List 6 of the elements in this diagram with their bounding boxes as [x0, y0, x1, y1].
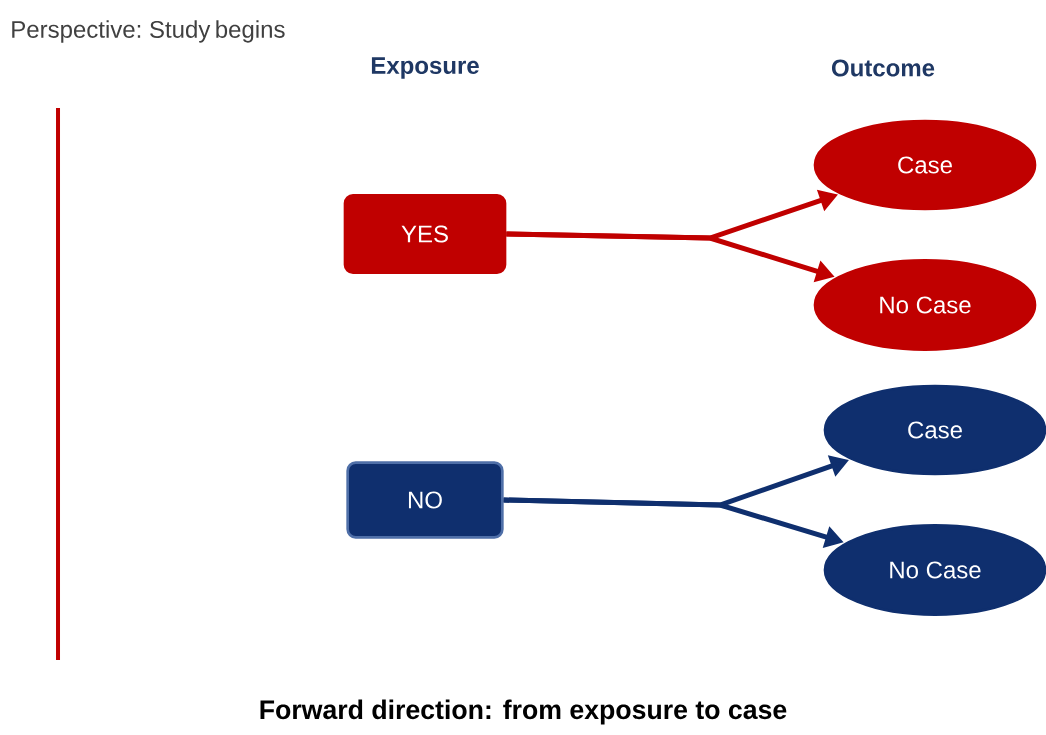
column-heading: Outcome	[832, 59, 935, 77]
exposure-box: NO	[346, 461, 504, 539]
perspective-label: Perspective: Study begins	[12, 20, 285, 43]
caption: Forward direction: from exposure to case	[260, 699, 787, 725]
column-heading: Exposure	[371, 57, 479, 79]
exposure-box: YES	[343, 194, 507, 274]
